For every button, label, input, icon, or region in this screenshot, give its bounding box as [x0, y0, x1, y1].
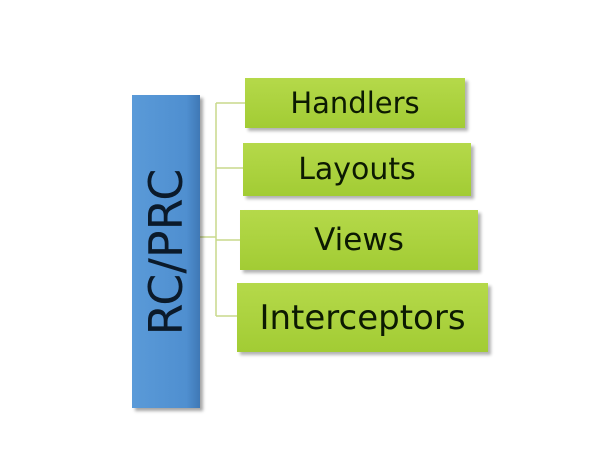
child-node-label: Handlers	[290, 86, 420, 120]
child-node-label: Layouts	[298, 152, 416, 187]
root-node: RC/PRC	[132, 95, 200, 408]
child-node-label: Views	[314, 222, 404, 258]
root-node-label: RC/PRC	[139, 168, 193, 335]
child-node-layouts: Layouts	[243, 143, 471, 196]
child-node-label: Interceptors	[259, 297, 466, 338]
child-node-interceptors: Interceptors	[237, 283, 488, 352]
child-node-views: Views	[240, 210, 478, 270]
child-node-handlers: Handlers	[245, 78, 465, 128]
